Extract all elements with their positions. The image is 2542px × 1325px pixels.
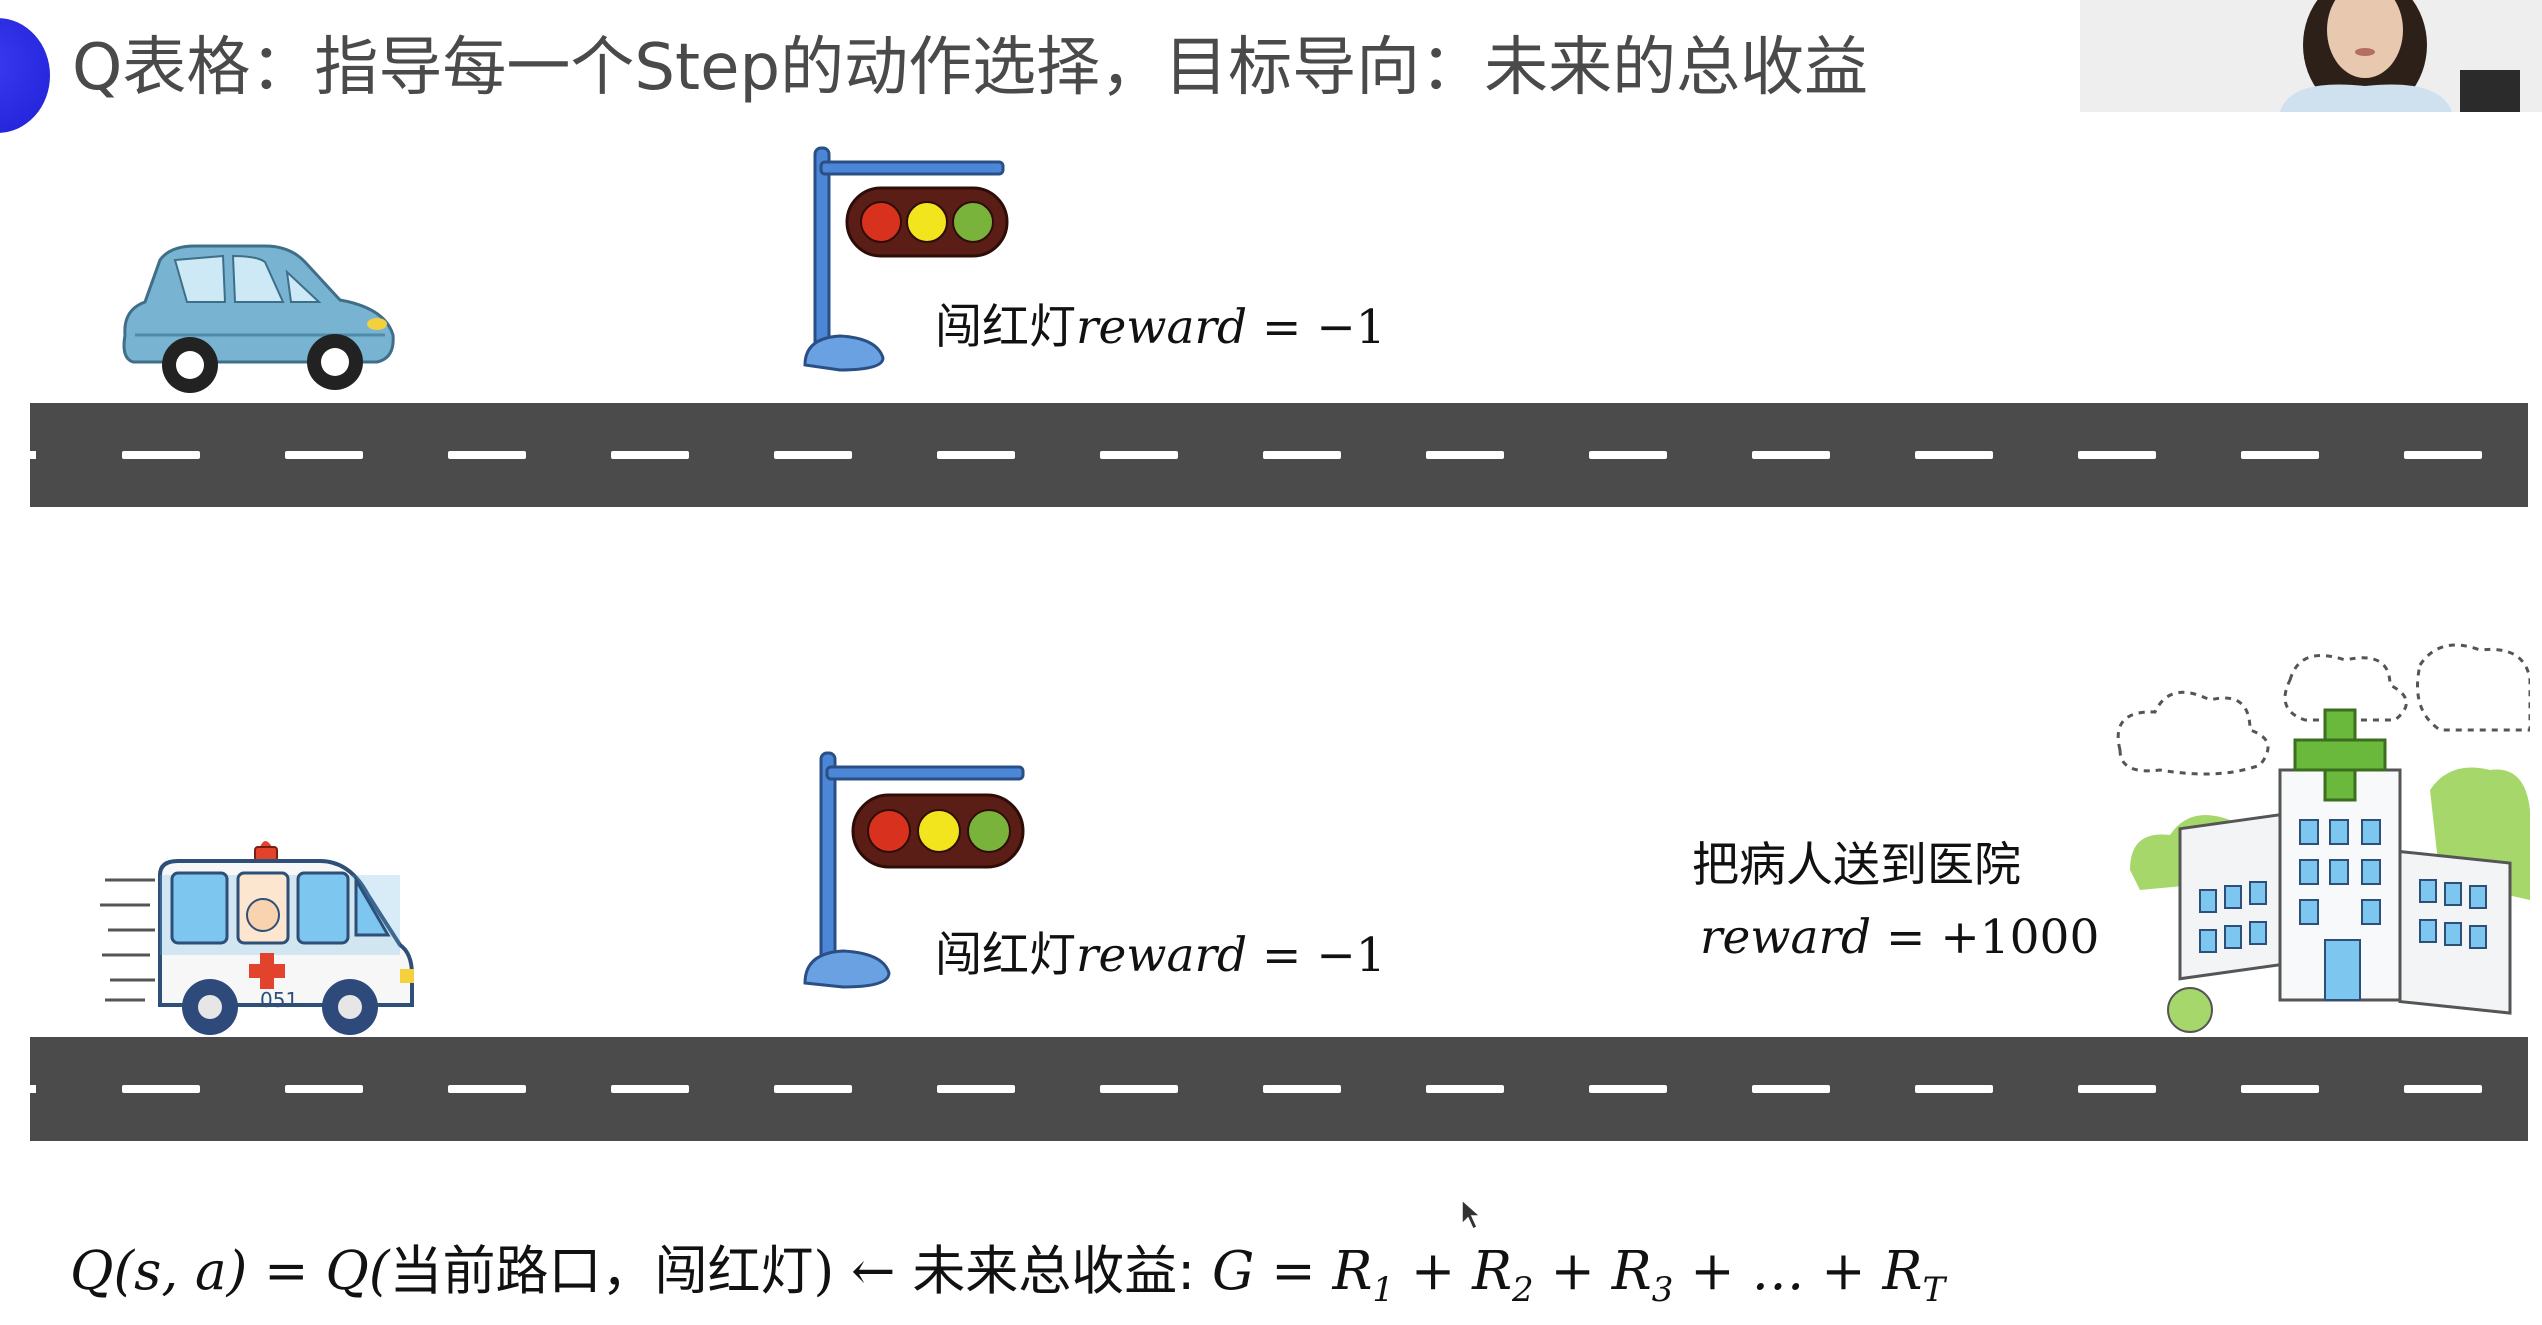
reward-value: = −1 (1247, 928, 1386, 983)
formula-sub-3: 3 (1651, 1270, 1674, 1310)
road-bottom (30, 1037, 2528, 1141)
hospital-icon (2116, 643, 2530, 1033)
hospital-reward-label: reward = +1000 (1700, 908, 2099, 968)
hospital-caption: 把病人送到医院 (1692, 838, 2021, 893)
top-red-light-reward-label: 闯红灯reward = −1 (935, 298, 1386, 358)
road-top (30, 403, 2528, 507)
formula-sub-t: T (1922, 1270, 1946, 1310)
car-icon (122, 244, 395, 393)
lane-markings (30, 451, 2482, 459)
formula-tail: + … + R (1673, 1241, 1923, 1302)
formula-sub-2: 2 (1512, 1270, 1534, 1310)
formula-future-return-label: 未来总收益: (912, 1241, 1213, 1302)
reward-value: = −1 (1247, 300, 1386, 355)
red-light-text: 闯红灯 (935, 300, 1076, 355)
traffic-light-icon (803, 751, 1025, 989)
reward-variable: reward (1076, 300, 1248, 355)
reward-value: = +1000 (1871, 910, 2100, 965)
presenter-video-icon (2080, 0, 2542, 112)
slide-title: Q表格：指导每一个Step的动作选择，目标导向：未来的总收益 (72, 31, 1869, 105)
formula-sub-1: 1 (1372, 1270, 1395, 1310)
ambulance-icon: 051 (100, 841, 414, 1035)
reward-variable: reward (1076, 928, 1248, 983)
q-value-formula: Q(s, a) = Q(当前路口，闯红灯) ← 未来总收益: G = R1 + … (70, 1237, 1945, 1325)
red-light-text: 闯红灯 (935, 928, 1076, 983)
formula-plus-r3: + R (1533, 1241, 1652, 1302)
formula-args: 当前路口，闯红灯 (389, 1241, 814, 1302)
formula-g: G = R (1212, 1241, 1373, 1302)
bottom-red-light-reward-label: 闯红灯reward = −1 (935, 926, 1386, 986)
reward-variable: reward (1700, 910, 1872, 965)
cursor-icon (1461, 1198, 1482, 1231)
formula-lhs: Q(s, a) = Q( (70, 1241, 390, 1302)
traffic-light-icon (803, 146, 1009, 372)
title-bullet-dot (0, 18, 50, 133)
webcam-overlay (2080, 0, 2542, 112)
formula-arrow: ) ← (813, 1241, 913, 1302)
lane-markings (30, 1085, 2482, 1093)
formula-plus-r2: + R (1394, 1241, 1513, 1302)
ambulance-plate: 051 (260, 988, 298, 1012)
